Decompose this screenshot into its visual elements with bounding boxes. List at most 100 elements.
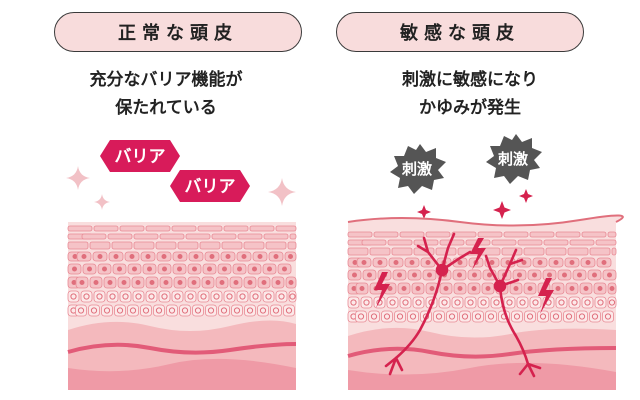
skin-cell <box>485 310 497 323</box>
cell-nucleus <box>174 293 181 300</box>
stimulus-bubble-2: 刺激 <box>486 134 542 184</box>
cell-nucleus <box>163 280 169 285</box>
skin-cell <box>501 247 523 256</box>
cell-nucleus <box>351 286 357 291</box>
skin-cell <box>221 241 243 250</box>
skin-cell <box>263 233 289 240</box>
skin-cell <box>107 233 133 240</box>
skin-cell <box>607 296 617 309</box>
skin-cell <box>555 231 581 238</box>
normal-scalp-panel: 正常な頭皮 充分なバリア機能が 保たれている バリア バリア <box>16 12 316 390</box>
cell-nucleus <box>129 254 135 259</box>
cell-nucleus <box>81 254 87 259</box>
cell-nucleus <box>205 280 211 285</box>
skin-cell <box>412 296 425 309</box>
cell-nucleus <box>472 272 477 278</box>
cell-nucleus <box>261 280 267 285</box>
skin-cell <box>381 310 393 323</box>
skin-cell <box>119 225 145 232</box>
skin-cell <box>287 241 297 250</box>
cell-nucleus <box>571 299 578 306</box>
cell-nucleus <box>246 307 254 314</box>
cell-nucleus <box>519 299 526 306</box>
skin-cell <box>567 247 589 256</box>
skin-cell <box>523 247 545 256</box>
skin-cell <box>132 290 145 303</box>
cell-nucleus <box>547 272 552 278</box>
skin-cell <box>283 304 295 317</box>
cell-nucleus <box>278 293 285 300</box>
skin-cell <box>438 296 451 309</box>
skin-cell <box>197 225 223 232</box>
cell-nucleus <box>471 286 477 291</box>
skin-cell <box>145 225 171 232</box>
skin-cell <box>576 310 588 323</box>
skin-cell <box>114 304 126 317</box>
cell-nucleus <box>467 299 474 306</box>
skin-cell <box>516 296 529 309</box>
cell-nucleus <box>70 293 77 300</box>
skin-cell <box>288 290 297 303</box>
cell-nucleus <box>147 266 152 272</box>
cell-nucleus <box>553 260 559 265</box>
cell-nucleus <box>282 266 287 272</box>
skin-cell <box>373 296 386 309</box>
cell-nucleus <box>457 260 463 265</box>
skin-cell <box>369 247 391 256</box>
skin-cell <box>543 239 569 246</box>
skin-cell <box>237 233 263 240</box>
skin-cell <box>511 310 523 323</box>
cell-nucleus <box>207 307 215 314</box>
cell-nucleus <box>272 307 280 314</box>
skin-cell <box>399 296 412 309</box>
lightning-icons <box>374 238 554 314</box>
skin-cell <box>464 296 477 309</box>
skin-cell <box>199 241 221 250</box>
cell-nucleus <box>415 299 422 306</box>
cell-nucleus <box>226 293 233 300</box>
normal-scalp-caption: 充分なバリア機能が 保たれている <box>16 66 316 122</box>
cell-nucleus <box>193 254 199 259</box>
damaged-surface <box>347 214 624 227</box>
lightning-icon <box>538 278 554 314</box>
cell-nucleus <box>148 293 155 300</box>
cell-nucleus <box>71 280 77 285</box>
cell-nucleus <box>389 299 396 306</box>
cell-nucleus <box>90 307 98 314</box>
cell-nucleus <box>569 260 575 265</box>
skin-cell <box>145 290 158 303</box>
cell-nucleus <box>377 260 383 265</box>
cell-nucleus <box>135 293 142 300</box>
skin-cell <box>503 296 516 309</box>
cell-nucleus <box>513 286 519 291</box>
skin-cell <box>589 310 601 323</box>
cell-nucleus <box>177 280 183 285</box>
skin-cell <box>67 290 80 303</box>
cell-nucleus <box>359 286 365 291</box>
skin-cell <box>205 304 217 317</box>
cell-nucleus <box>109 293 116 300</box>
skin-cell <box>89 241 111 250</box>
skin-cell <box>459 310 471 323</box>
skin-cell <box>433 310 445 323</box>
cell-nucleus <box>273 254 279 259</box>
cell-nucleus <box>457 286 463 291</box>
cell-nucleus <box>145 254 151 259</box>
cell-nucleus <box>265 293 272 300</box>
skin-cell <box>101 304 113 317</box>
skin-cell <box>218 304 230 317</box>
cell-nucleus <box>79 280 85 285</box>
skin-cell <box>477 296 490 309</box>
cell-nucleus <box>187 293 194 300</box>
cell-nucleus <box>200 293 207 300</box>
skin-cell <box>67 241 89 250</box>
skin-cell <box>425 231 451 238</box>
cell-nucleus <box>578 313 586 320</box>
subcutis-layer <box>68 358 296 390</box>
cell-nucleus <box>113 254 119 259</box>
skin-cell <box>347 231 373 238</box>
skin-cell <box>80 290 93 303</box>
skin-cell <box>394 310 406 323</box>
cell-nucleus <box>177 254 183 259</box>
cell-nucleus <box>357 313 365 320</box>
